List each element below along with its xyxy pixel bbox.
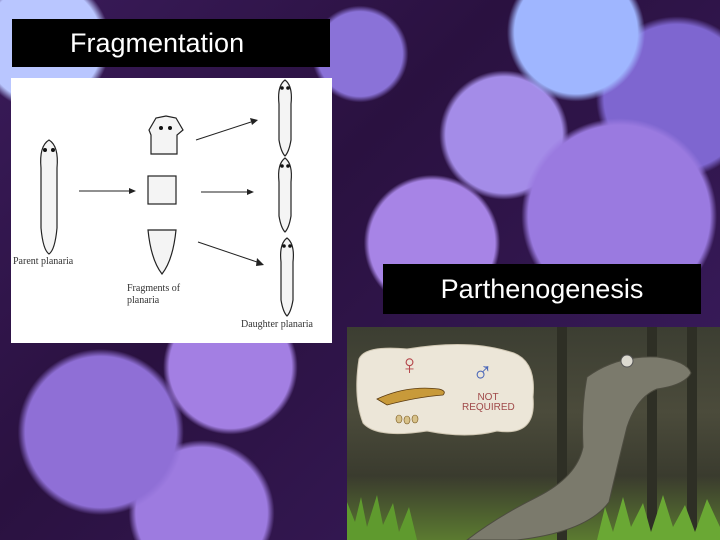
fragments-label: Fragments of planaria xyxy=(127,283,181,306)
planaria-diagram: Parent planaria Fragments of planaria Da… xyxy=(11,78,332,343)
fragmentation-title-text: Fragmentation xyxy=(70,27,245,58)
female-symbol: ♀ xyxy=(399,349,420,380)
planaria-illustration xyxy=(40,79,294,317)
parthenogenesis-title-text: Parthenogenesis xyxy=(440,273,644,304)
parthenogenesis-title: Parthenogenesis xyxy=(383,264,701,314)
not-required-text: NOT REQUIRED xyxy=(462,392,515,413)
komodo-dragon-photo: ♀ ♂ NOT REQUIRED xyxy=(347,327,720,540)
parent-planaria-label: Parent planaria xyxy=(13,256,74,267)
fragmentation-title: Fragmentation xyxy=(12,19,330,67)
daughter-planaria-label: Daughter planaria xyxy=(241,319,313,330)
male-symbol: ♂ xyxy=(472,357,493,388)
komodo-scene xyxy=(347,327,720,540)
